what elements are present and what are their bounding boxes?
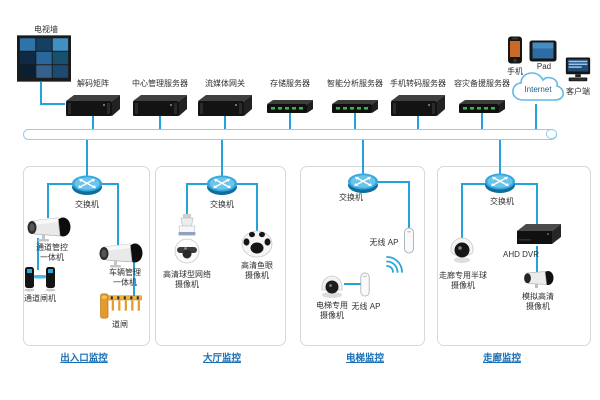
- connector-line: [92, 116, 94, 131]
- bullet-camera-icon: [99, 243, 143, 268]
- server-label: 流媒体网关: [205, 79, 245, 88]
- server-label: 智能分析服务器: [327, 79, 383, 88]
- connector-line: [289, 112, 291, 131]
- half-dome-camera-icon: [450, 237, 474, 263]
- camera-label: 模拟高清 摄像机: [522, 292, 554, 312]
- switch-icon: [207, 175, 237, 195]
- media-gateway-server-icon: [198, 95, 252, 116]
- switch-label: 交换机: [210, 200, 234, 209]
- connector-line: [221, 140, 223, 176]
- server-label: 中心管理服务器: [132, 79, 188, 88]
- connector-line: [499, 140, 501, 176]
- dvr-label: AHD DVR: [502, 250, 539, 259]
- switch-icon: [348, 173, 378, 193]
- transcode-server-icon: [391, 95, 445, 116]
- desktop-client-label: 客户端: [566, 87, 590, 96]
- connector-line: [536, 246, 538, 272]
- connector-line: [40, 103, 65, 105]
- switch-icon: [72, 175, 102, 195]
- connector-line: [117, 183, 119, 245]
- switch-label: 交换机: [339, 193, 363, 202]
- connector-line: [417, 116, 419, 131]
- server-label: 手机转码服务器: [390, 79, 446, 88]
- barrier-label: 道闸: [112, 320, 128, 329]
- management-server-icon: [133, 95, 187, 116]
- internet-label: Internet: [524, 85, 552, 94]
- gate-label: 通道闸机: [24, 294, 56, 303]
- connector-line: [86, 140, 88, 176]
- connector-line: [408, 181, 410, 229]
- connector-line: [536, 183, 538, 226]
- connector-line: [362, 181, 409, 183]
- camera-label: 走廊专用半球 摄像机: [439, 271, 487, 291]
- desktop-client-icon: [565, 57, 591, 82]
- camera-label: 高清鱼眼 摄像机: [241, 261, 273, 281]
- analytics-server-icon: [332, 100, 378, 113]
- connector-line: [354, 112, 356, 131]
- zone-title-elevator[interactable]: 电梯监控: [345, 353, 384, 364]
- zone-title-corridor[interactable]: 走廊监控: [482, 353, 521, 364]
- connector-line: [344, 283, 361, 285]
- connector-line: [256, 183, 258, 233]
- ptz-dome-camera-icon: [174, 214, 200, 264]
- connector-line: [461, 183, 463, 238]
- camera-label: 通道管控 一体机: [36, 243, 68, 263]
- pad-label: Pad: [536, 62, 552, 71]
- zone-elevator-box: [300, 166, 425, 346]
- tv-wall-label: 电视墙: [34, 25, 58, 34]
- wireless-ap-icon: [360, 272, 370, 297]
- phone-icon: [508, 36, 522, 64]
- elevator-dome-camera-icon: [321, 275, 343, 298]
- connector-line: [47, 183, 49, 218]
- barrier-gate-icon: [100, 293, 142, 319]
- switch-icon: [485, 173, 515, 193]
- decoder-matrix-server-icon: [66, 95, 120, 116]
- zone-title-hall[interactable]: 大厅监控: [202, 353, 241, 364]
- connector-line: [224, 116, 226, 131]
- connector-line: [37, 238, 39, 270]
- internet-cloud-icon: Internet: [512, 72, 564, 101]
- wifi-signal-icon: [386, 256, 403, 273]
- connector-line: [186, 183, 188, 218]
- connector-line: [159, 116, 161, 131]
- camera-label: 高清球型网络 摄像机: [163, 270, 211, 290]
- bullet-camera-icon: [27, 217, 71, 242]
- backbone-pipe: [23, 129, 557, 140]
- backup-server-icon: [459, 100, 505, 113]
- camera-label: 车辆管理 一体机: [109, 268, 141, 288]
- analog-bullet-camera-icon: [524, 271, 554, 288]
- connector-line: [40, 82, 42, 104]
- connector-line: [362, 140, 364, 176]
- storage-server-icon: [267, 100, 313, 113]
- ap-label: 无线 AP: [351, 302, 381, 311]
- connector-line: [535, 104, 537, 131]
- ap-label: 无线 AP: [369, 238, 399, 247]
- pad-icon: [529, 40, 557, 62]
- connector-line: [481, 112, 483, 131]
- connector-line: [133, 262, 135, 297]
- zone-title-entrance[interactable]: 出入口监控: [60, 353, 108, 364]
- switch-label: 交换机: [490, 197, 514, 206]
- ahd-dvr-icon: [517, 224, 561, 244]
- switch-label: 交换机: [75, 200, 99, 209]
- phone-label: 手机: [507, 67, 523, 76]
- camera-label: 电梯专用 摄像机: [316, 301, 348, 321]
- server-label: 存储服务器: [270, 79, 310, 88]
- fisheye-camera-icon: [241, 230, 273, 258]
- wireless-ap-icon: [404, 227, 414, 254]
- server-label: 解码矩阵: [77, 79, 109, 88]
- server-label: 容灾备援服务器: [454, 79, 510, 88]
- tv-wall-icon: [17, 35, 71, 82]
- turnstile-gate-icon: [24, 267, 56, 292]
